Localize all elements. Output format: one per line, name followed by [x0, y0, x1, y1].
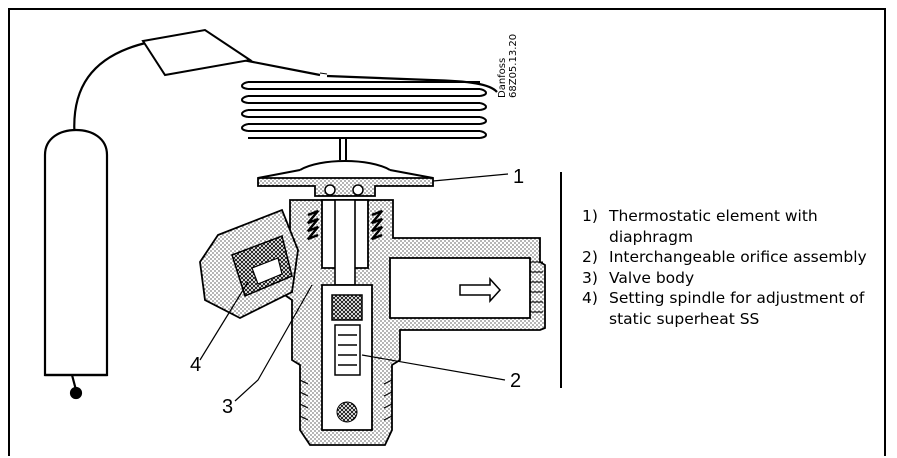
legend-list: 1)Thermostatic element with diaphragm 2)…	[582, 206, 882, 329]
capillary-tube	[73, 40, 321, 141]
thermostatic-element	[257, 177, 434, 197]
leader-lines	[199, 173, 509, 402]
brand-name: Danfoss	[497, 57, 508, 98]
legend-item: 2)Interchangeable orifice assembly	[582, 248, 867, 266]
callout-2: 2	[510, 370, 522, 392]
legend-item: 3)Valve body	[582, 268, 695, 287]
capillary-coil	[241, 81, 487, 160]
legend-divider	[560, 172, 562, 388]
callout-3: 3	[222, 396, 234, 418]
sensing-bulb	[43, 128, 109, 400]
bulb-clip	[141, 28, 253, 77]
drawing-reference: Danfoss 68Z05.13.20	[497, 34, 519, 98]
callout-4: 4	[190, 354, 202, 376]
legend-item: 4)Setting spindle for adjustment of stat…	[582, 289, 865, 328]
legend-item: 1)Thermostatic element with diaphragm	[582, 207, 818, 246]
callout-1: 1	[513, 166, 525, 188]
drawing-number: 68Z05.13.20	[508, 33, 519, 98]
